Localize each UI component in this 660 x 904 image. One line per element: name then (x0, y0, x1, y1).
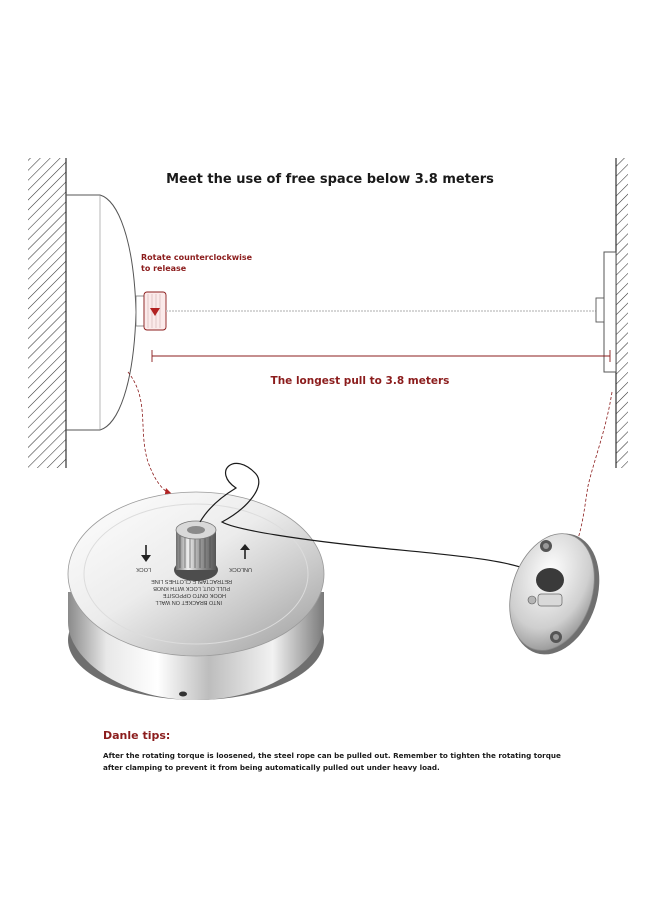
wall-bracket (509, 533, 600, 655)
rotate-note: Rotate counterclockwise to release (141, 252, 252, 274)
connector-right (569, 391, 613, 559)
engraving-line-3: HOOK ONTO OPPOSITE (163, 592, 226, 598)
rotate-note-line-2: to release (141, 264, 187, 273)
pull-length-label: The longest pull to 3.8 meters (270, 375, 450, 387)
engraving-line-4: INTO BRACKET ON WALL (155, 599, 222, 605)
tips-body: After the rotating torque is loosened, t… (103, 751, 561, 772)
reel-knob (174, 520, 218, 581)
right-wall (615, 158, 628, 468)
left-wall (28, 158, 67, 468)
lock-label: LOCK (136, 566, 151, 572)
connector-left (127, 371, 171, 495)
rotate-note-line-1: Rotate counterclockwise (141, 253, 253, 262)
tips-title: Danle tips: (103, 729, 171, 742)
page-heading: Meet the use of free space below 3.8 met… (166, 172, 494, 187)
knob-outline (143, 291, 167, 331)
steel-rope (199, 462, 541, 577)
wall-hook-outline (595, 251, 617, 373)
reel-outline (66, 194, 145, 431)
engraving-line-2: PULL OUT, LOCK WITH KNOB (153, 585, 230, 591)
unlock-arrow-icon (240, 544, 250, 559)
lock-arrow-icon (141, 545, 151, 562)
unlock-label: UNLOCK (229, 566, 252, 572)
dimension-line (151, 350, 611, 362)
engraving: RETRACTABLE CLOTHES LINE PULL OUT, LOCK … (151, 578, 232, 605)
engraving-line-1: RETRACTABLE CLOTHES LINE (151, 578, 232, 584)
